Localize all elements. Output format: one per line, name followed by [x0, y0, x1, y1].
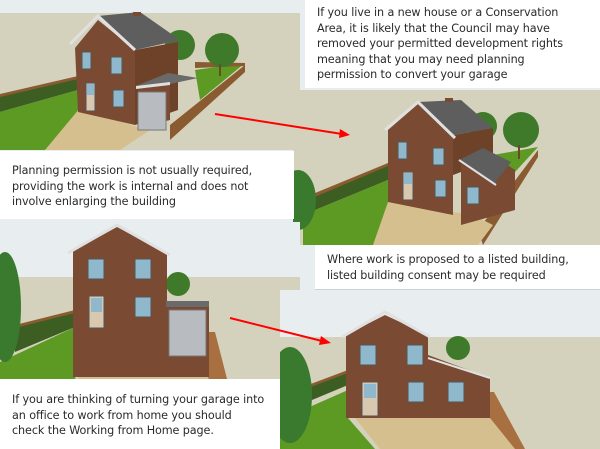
note-line: listed building consent may be required [327, 268, 546, 282]
note-working-from-home: If you are thinking of turning your gara… [0, 379, 280, 449]
note-line: If you are thinking of turning your gara… [12, 393, 265, 406]
note-line: permission to convert your garage [317, 68, 508, 81]
house-illustration-after-front [280, 290, 600, 449]
house-illustration-after-3d [293, 90, 600, 245]
note-line: involve enlarging the building [12, 195, 176, 208]
house-illustration-before-3d [0, 0, 300, 150]
note-line: providing the work is internal and does … [12, 179, 249, 193]
note-line: meaning that you may need planning [317, 52, 525, 66]
note-line: Planning permission is not usually requi… [12, 164, 253, 177]
note-planning-permission: Planning permission is not usually requi… [0, 151, 294, 219]
note-line: an office to work from home you should [12, 408, 232, 422]
note-line: If you live in a new house or a Conserva… [317, 6, 559, 19]
note-conservation-area: If you live in a new house or a Conserva… [305, 0, 600, 88]
note-line: removed your permitted development right… [317, 37, 563, 50]
note-line: check the Working from Home page. [12, 424, 214, 437]
note-listed-building: Where work is proposed to a listed build… [315, 245, 600, 290]
note-line: Where work is proposed to a listed build… [327, 253, 569, 266]
note-line: Area, it is likely that the Council may … [317, 21, 550, 35]
